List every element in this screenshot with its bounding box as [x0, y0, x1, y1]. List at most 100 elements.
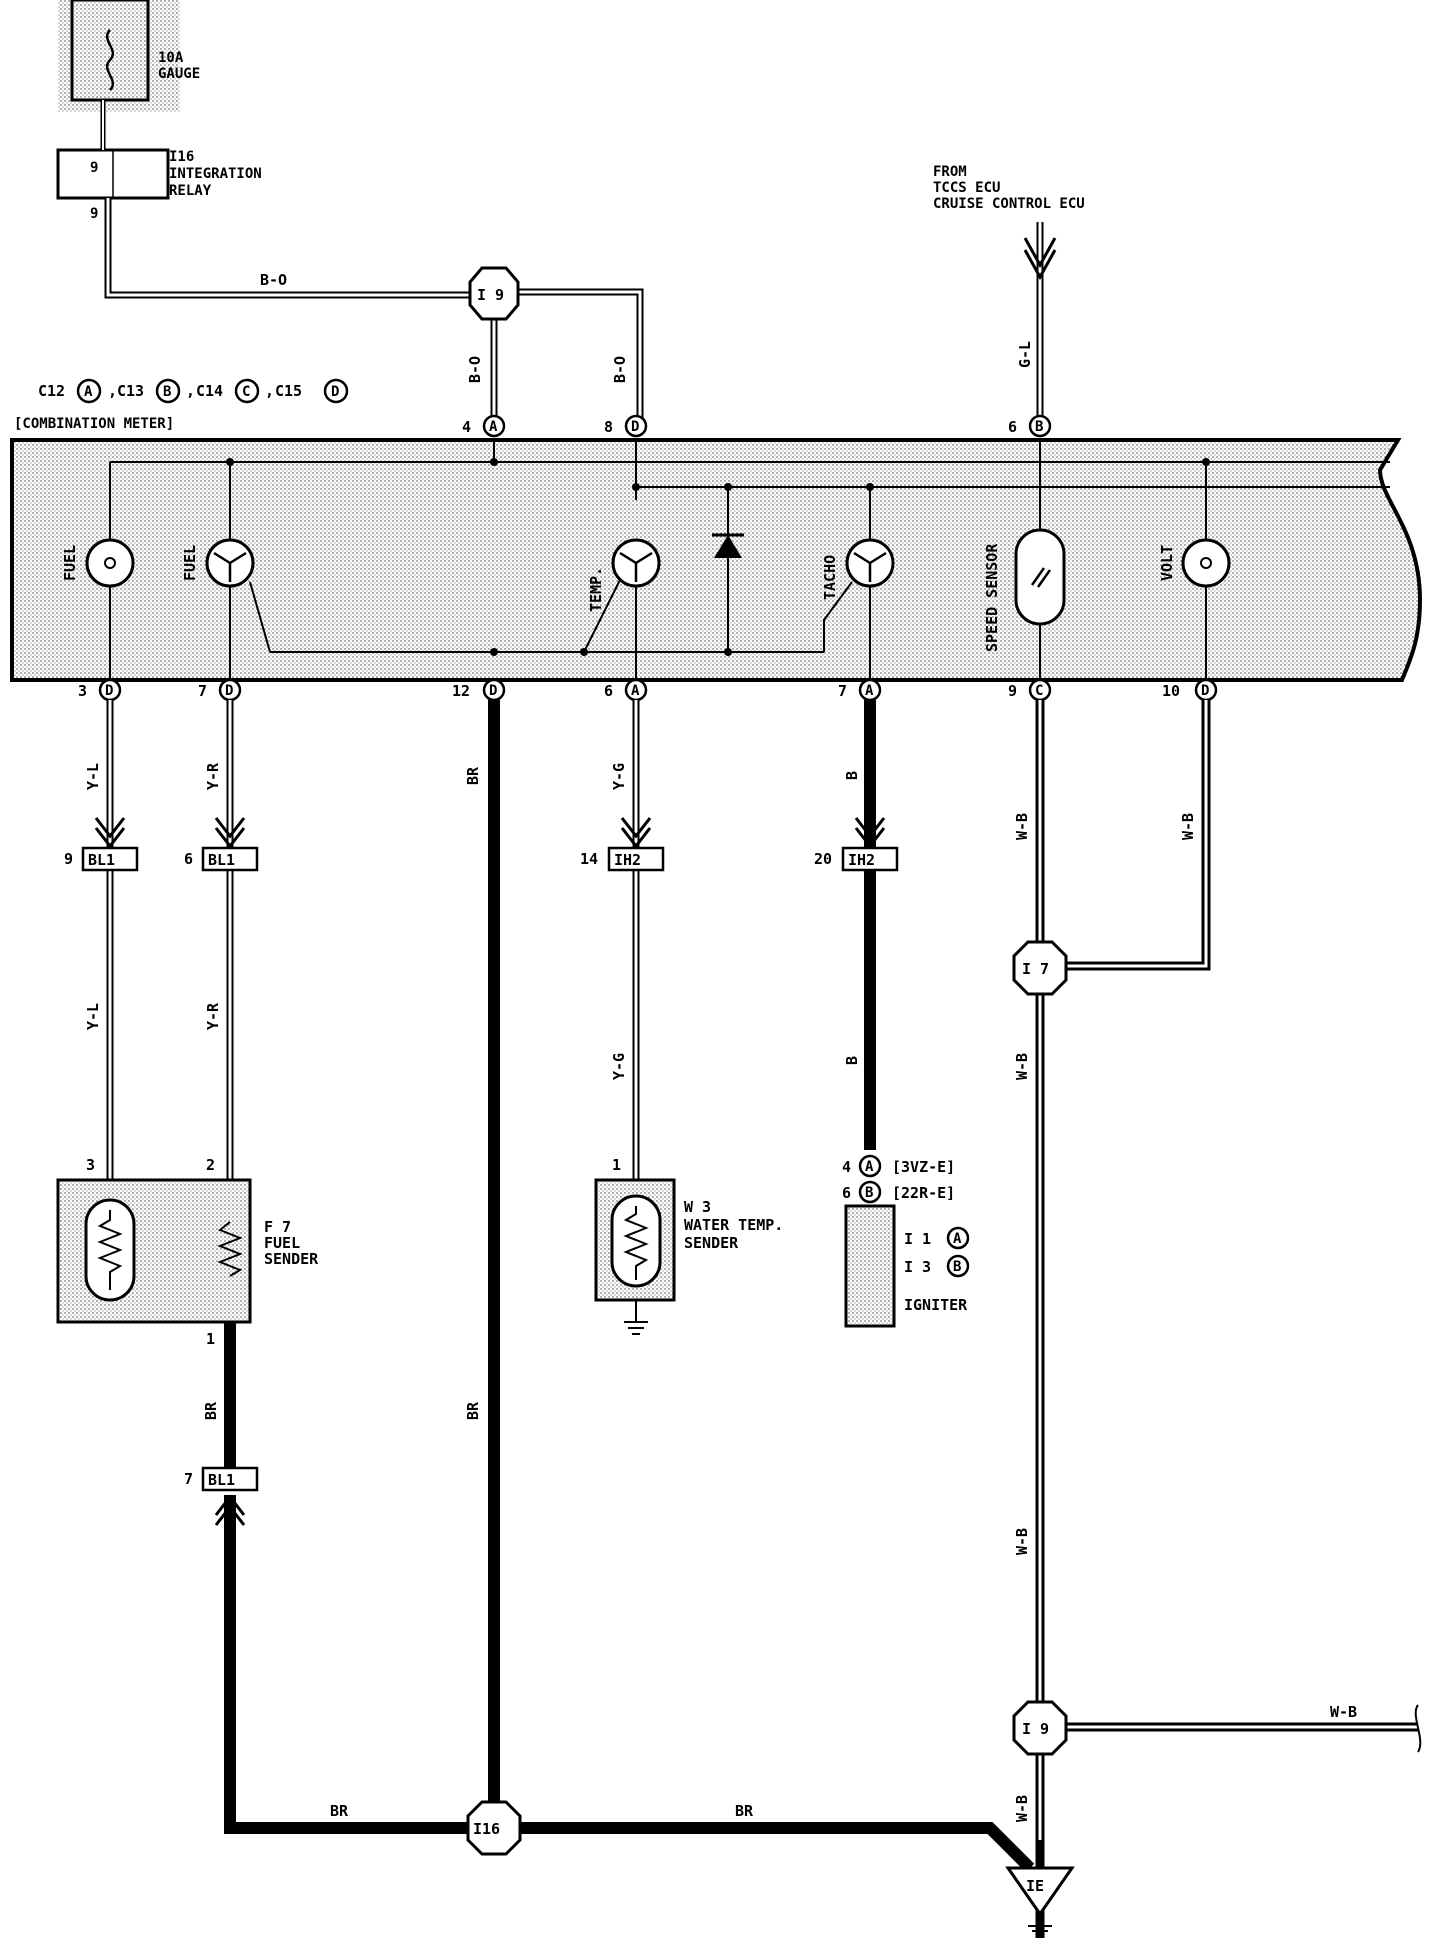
wire-label-yg-2: Y-G: [610, 1053, 628, 1080]
splice-i7: I 7: [1012, 940, 1068, 996]
wire-label-wb-3: W-B: [1013, 1053, 1031, 1080]
relay-pin-out: 9: [90, 206, 98, 222]
diode-icon: [714, 535, 742, 558]
wire-b-o: B-O B-O B-O: [100, 100, 644, 420]
meter-top-pins: 4 A 8 D 6 B: [462, 414, 1052, 438]
speed-sensor-icon: [1014, 528, 1066, 626]
junction-code: BL1: [88, 851, 115, 869]
bottom-pin-number: 10: [1162, 682, 1180, 700]
meter-conn-c14: C14: [196, 382, 223, 400]
meter-conn-c12: C12: [38, 382, 65, 400]
bottom-pin-number: 9: [1008, 682, 1017, 700]
igniter-pin-b: 6: [842, 1184, 851, 1202]
fuel-sender-pin-3: 3: [86, 1156, 95, 1174]
splice-i7-label: I 7: [1022, 960, 1049, 978]
relay-pin-box: 9: [90, 160, 98, 176]
fuse-rating: 10A: [158, 50, 184, 66]
bottom-pin-number: 7: [198, 682, 207, 700]
igniter-variant-a: [3VZ-E]: [892, 1158, 955, 1176]
splice-i9-bottom-label: I 9: [1022, 1720, 1049, 1738]
junction-code: IH2: [614, 851, 641, 869]
junction-pin: 20: [814, 850, 832, 868]
water-temp-ground-icon: [624, 1321, 648, 1335]
fuse-name: GAUGE: [158, 66, 200, 82]
splice-i9-bottom: I 9: [1012, 1700, 1068, 1756]
junction-pin: 9: [64, 850, 73, 868]
ground-ie: IE: [1005, 1866, 1075, 1937]
meter-header: C12 A , C13 B , C14 C , C15 D [COMBINATI…: [14, 378, 349, 432]
wire-label-br-mid-2: BR: [464, 1401, 482, 1420]
meter-conn-a: A: [84, 384, 93, 400]
water-temp-code: W 3: [684, 1198, 711, 1216]
integration-relay: 9 I16 INTEGRATION RELAY 9: [56, 148, 262, 222]
meter-conn-b: B: [163, 384, 171, 400]
top-pin-conn: B: [1035, 419, 1043, 435]
water-temp-name-2: SENDER: [684, 1234, 739, 1252]
wire-label-wb-1: W-B: [1013, 813, 1031, 840]
wire-label-yr-1: Y-R: [204, 762, 222, 790]
wire-label-bo-vertical-1: B-O: [466, 356, 484, 383]
ground-ie-label: IE: [1026, 1877, 1044, 1895]
bottom-pin-number: 7: [838, 682, 847, 700]
splice-i16: I16: [466, 1800, 522, 1856]
igniter-name: IGNITER: [904, 1296, 968, 1314]
wire-label-br-bottom-1: BR: [330, 1802, 349, 1820]
igniter-variant-b: [22R-E]: [892, 1184, 955, 1202]
from-label-2: TCCS ECU: [933, 180, 1000, 196]
junction-code: BL1: [208, 851, 235, 869]
bottom-pin-conn: D: [105, 683, 113, 699]
junction-pin: 6: [184, 850, 193, 868]
gauge-volt-label: VOLT: [1158, 545, 1176, 581]
combination-meter: FUEL FUEL TEMP. TACHO SPEED SENSOR: [10, 438, 1423, 682]
igniter-i1-conn: A: [953, 1231, 962, 1247]
gauge-tacho-label: TACHO: [821, 555, 839, 600]
junction-code: IH2: [848, 851, 875, 869]
fuel-sender: 3 2 1 F 7 FUEL SENDER: [56, 1156, 319, 1348]
volt-gauge-icon: [1181, 538, 1231, 588]
junction-connectors: 9 BL1 6 BL1 14 IH2 20 IH2 7 BL1: [64, 846, 899, 1492]
junction-pin: 14: [580, 850, 598, 868]
meter-title: [COMBINATION METER]: [14, 416, 174, 432]
bottom-pin-conn: A: [631, 683, 640, 699]
splice-i9-top: I 9: [468, 266, 520, 321]
fuse-icon: [105, 29, 115, 91]
fuel-sender-resistor-icon: [84, 1198, 136, 1302]
wire-label-bo-horizontal: B-O: [260, 271, 287, 289]
meter-conn-c15: C15: [275, 382, 302, 400]
relay-name-1: INTEGRATION: [169, 166, 262, 182]
igniter-conn-b: B: [865, 1185, 873, 1201]
bottom-pin-conn: D: [225, 683, 233, 699]
gauge-fuel-lamp-label: FUEL: [61, 545, 79, 581]
relay-code: I16: [169, 149, 194, 165]
junction-code: BL1: [208, 1471, 235, 1489]
wire-label-b-1: B: [843, 771, 861, 780]
wire-label-wb-2: W-B: [1179, 813, 1197, 840]
bottom-pin-conn: C: [1035, 683, 1043, 699]
fuel-sender-variable-resistor-icon: [217, 1221, 243, 1277]
bottom-pin-number: 3: [78, 682, 87, 700]
junction-pin: 7: [184, 1470, 193, 1488]
fuel-sender-pin-1: 1: [206, 1330, 215, 1348]
igniter-conn-a: A: [865, 1159, 874, 1175]
gauge-speed-label: SPEED SENSOR: [983, 543, 1001, 652]
top-pin-number: 8: [604, 418, 613, 436]
wire-label-yr-2: Y-R: [204, 1002, 222, 1030]
from-ecu: FROM TCCS ECU CRUISE CONTROL ECU G-L: [933, 164, 1085, 420]
bottom-pin-number: 12: [452, 682, 470, 700]
top-pin-number: 6: [1008, 418, 1017, 436]
splice-i9-top-label: I 9: [477, 286, 504, 304]
top-pin-conn: D: [631, 419, 639, 435]
bottom-pin-conn: A: [865, 683, 874, 699]
gauge-fuel-label: FUEL: [181, 545, 199, 581]
wires-lower: Y-L Y-R BR Y-G B W-B W-B Y-L Y-R Y-G B W…: [84, 700, 1422, 1938]
wire-label-wb-5: W-B: [1013, 1795, 1031, 1822]
meter-conn-d: D: [331, 384, 339, 400]
splice-i16-label: I16: [473, 1820, 500, 1838]
meter-bottom-pins: 3 D 7 D 12 D 6 A 7 A 9 C 10 D: [78, 678, 1218, 702]
fuel-sender-code: F 7: [264, 1218, 291, 1236]
fuel-lamp-icon: [85, 538, 135, 588]
fuel-sender-pin-2: 2: [206, 1156, 215, 1174]
fuel-sender-name-1: FUEL: [264, 1234, 300, 1252]
ground-icon: [1028, 1925, 1052, 1937]
water-temp-pin-1: 1: [612, 1156, 621, 1174]
